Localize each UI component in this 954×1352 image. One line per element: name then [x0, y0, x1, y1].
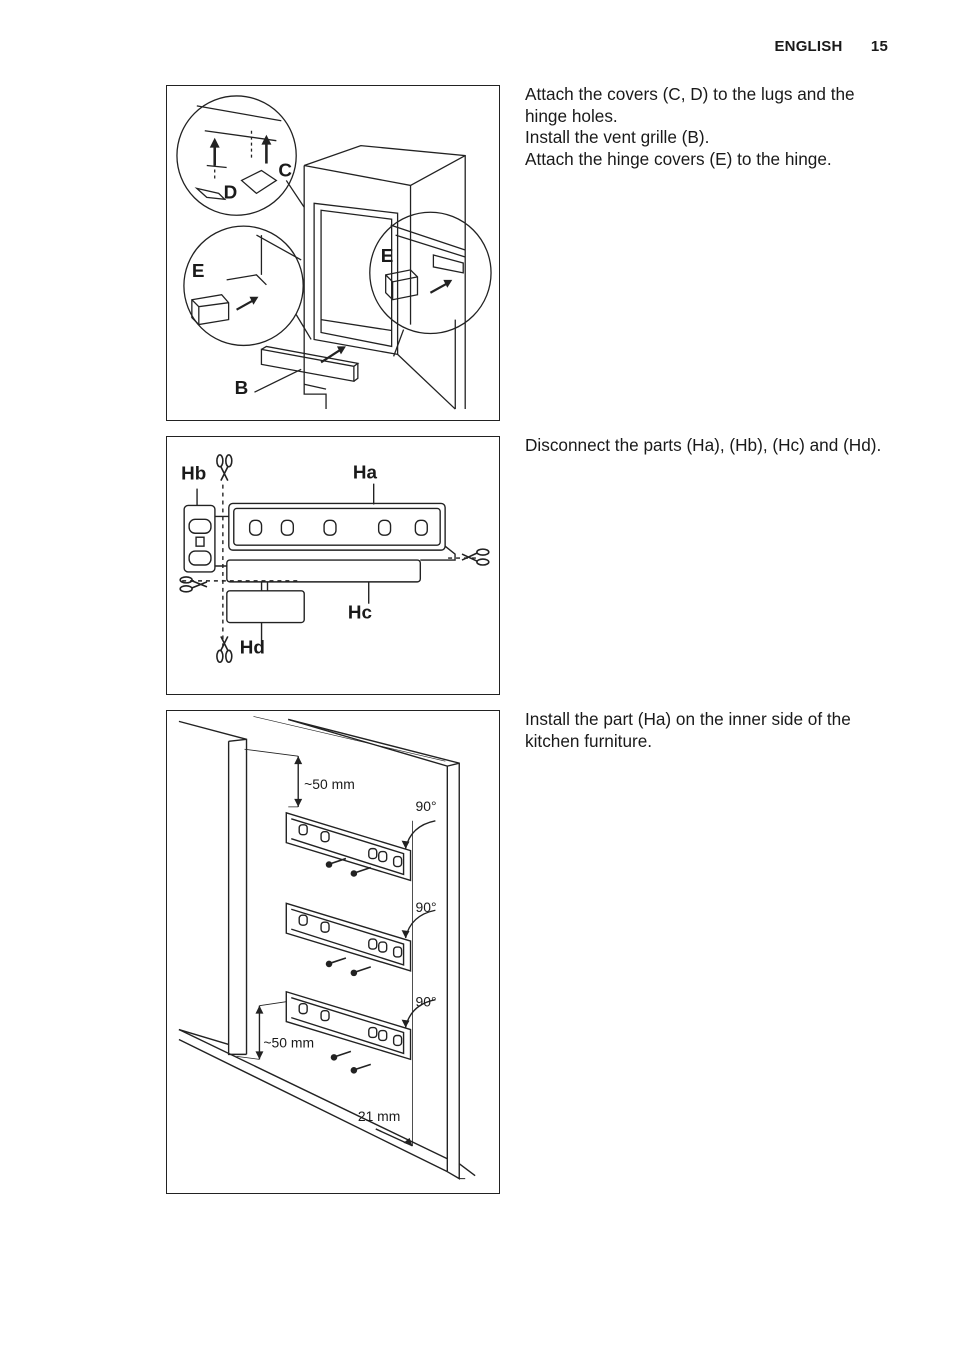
step-1-line: Install the vent grille (B). [525, 127, 710, 147]
page-number: 15 [870, 38, 888, 55]
figure-install-ha: ~50 mm 90° 90° 90° ~50 mm 21 mm [166, 710, 500, 1194]
covers-illustration: C D E E B [176, 95, 492, 410]
angle-label-3: 90° [416, 994, 437, 1010]
label-hd: Hd [240, 636, 265, 657]
scissors-icon [461, 548, 490, 566]
label-hb: Hb [181, 463, 206, 484]
screw-icon [325, 857, 372, 1074]
label-ha: Ha [353, 462, 378, 483]
step-2-text: Disconnect the parts (Ha), (Hb), (Hc) an… [525, 435, 895, 457]
step-2-line: Disconnect the parts (Ha), (Hb), (Hc) an… [525, 435, 882, 455]
label-e-left: E [192, 261, 205, 282]
dim-side-label: 21 mm [358, 1108, 401, 1124]
section-title: ENGLISH [774, 38, 843, 55]
step-1-line: Attach the hinge covers (E) to the hinge… [525, 148, 832, 169]
dim-bottom-label: ~50 mm [263, 1034, 314, 1050]
label-hc: Hc [348, 602, 372, 623]
step-3-line: Install the part (Ha) on the inner side … [525, 709, 851, 751]
label-c: C [278, 160, 292, 181]
step-3-text: Install the part (Ha) on the inner side … [525, 709, 895, 752]
step-1-line: Attach the covers (C, D) to the lugs and… [525, 84, 855, 126]
label-d: D [224, 182, 238, 203]
page-header: ENGLISH 15 [774, 38, 888, 55]
figure-covers-installation: C D E E B [166, 85, 500, 421]
scissors-icon [216, 454, 233, 482]
scissors-icon [216, 636, 233, 664]
label-e-right: E [381, 246, 394, 267]
angle-label-1: 90° [416, 798, 437, 814]
scissors-icon [179, 576, 208, 593]
label-b: B [235, 378, 249, 399]
angle-label-2: 90° [416, 899, 437, 915]
parts-illustration: Ha Hb Hc Hd [179, 454, 490, 664]
figure-disconnect-parts: Ha Hb Hc Hd [166, 436, 500, 695]
dim-top-label: ~50 mm [304, 776, 355, 792]
installation-illustration: ~50 mm 90° 90° 90° ~50 mm 21 mm [178, 716, 476, 1180]
step-1-text: Attach the covers (C, D) to the lugs and… [525, 84, 895, 170]
